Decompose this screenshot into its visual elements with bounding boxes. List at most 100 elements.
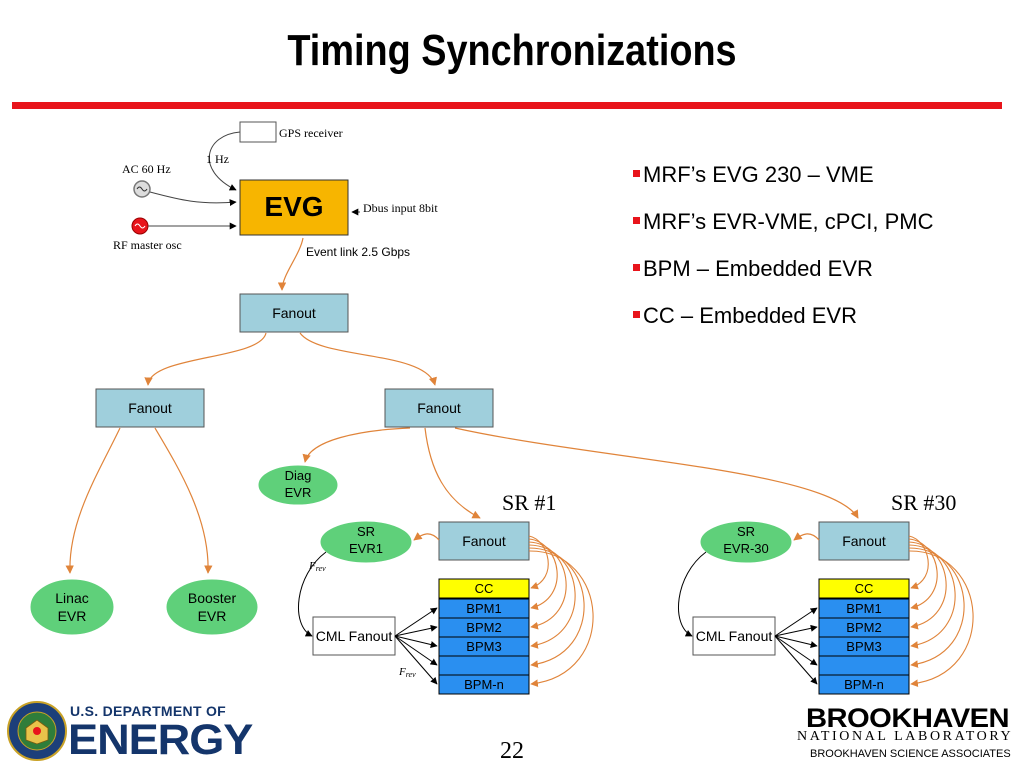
sr30-fanout-to-row-4 [908,547,965,668]
sr1-stack-label-3: BPM3 [466,639,501,654]
bullet-item: MRF’s EVG 230 – VME [633,162,934,209]
sr30-fanout-to-evr-link [793,532,820,541]
sr1-frev-label-1: Frev [308,560,326,573]
sr1-fanout-box [438,521,530,561]
sr30-evr-label-1: SR [737,524,755,539]
sr1-cml-to-row-4 [394,635,438,666]
fanout-left-label: Fanout [128,400,172,416]
linac-evr-label-2: EVR [58,608,87,624]
sr1-evr-to-cml-link [298,551,327,637]
sr1-cml-to-row-3 [394,635,438,648]
bnl-science-associates: BROOKHAVEN SCIENCE ASSOCIATES [810,748,1011,760]
sr30-cml-fanout-box [692,616,776,656]
booster-evr-node [165,578,259,636]
fanout-to-right-link [299,332,437,386]
bullet-square-icon [633,264,640,271]
bnl-national-laboratory: NATIONAL LABORATORY [797,729,1014,744]
page-number: 22 [500,738,524,764]
sr30-fanout-to-row-0 [908,535,929,590]
sr1-cml-fanout-box [312,616,396,656]
sr1-cml-to-row-1 [394,607,438,637]
doe-seal-logo [6,700,68,767]
sr1-frev-label-2: Frev [398,666,416,679]
sr1-cml-fanout-label: CML Fanout [316,628,393,644]
sr1-cml-to-row-2 [394,624,438,637]
bullet-item: CC – Embedded EVR [633,303,934,350]
bullet-square-icon [633,170,640,177]
sr1-fanout-to-row-5 [528,550,594,688]
one-hz-label: 1 Hz [206,152,229,166]
linac-evr-label-1: Linac [55,590,88,606]
doe-line1: U.S. DEPARTMENT OF [70,703,227,719]
sr30-cml-to-row-4 [774,635,818,666]
sr30-fanout-box [818,521,910,561]
gps-receiver-box [239,121,277,143]
bullet-square-icon [633,217,640,224]
sr30-stack-label-2: BPM2 [846,620,881,635]
ac-to-evg-arrow [149,191,237,207]
fanout-right-label: Fanout [417,400,461,416]
sr1-label: SR #1 [502,490,556,515]
sr30-fanout-to-row-1 [908,538,938,611]
to-diag-link [302,427,411,463]
sr1-stack-label-1: BPM1 [466,601,501,616]
gps-receiver-label: GPS receiver [279,126,343,140]
sr30-stack-row-0 [818,578,910,599]
booster-evr-label-2: EVR [198,608,227,624]
sr1-stack-row-5 [438,674,530,695]
sr30-stack-label-1: BPM1 [846,601,881,616]
sr30-cml-fanout-label: CML Fanout [696,628,773,644]
sr1-stack-label-0: CC [475,581,494,596]
sr1-stack-label-5: BPM-n [464,677,504,692]
sr1-fanout-to-row-0 [528,535,549,590]
evg-label: EVG [264,191,323,222]
fanout-to-left-link [144,332,267,386]
fanout-left-box [95,388,205,428]
bullet-square-icon [633,311,640,318]
diag-evr-node [257,464,339,506]
sr1-fanout-to-row-2 [528,541,567,630]
diag-evr-label-1: Diag [285,468,312,483]
evg-box [239,179,349,236]
sr1-evr-node [319,520,413,564]
fanout-top-label: Fanout [272,305,316,321]
sr30-evr-label-2: EVR-30 [723,541,769,556]
sr30-evr-to-cml-link [678,551,707,637]
sr1-stack-label-2: BPM2 [466,620,501,635]
sr30-fanout-to-row-2 [908,541,947,630]
slide-title: Timing Synchronizations [287,26,737,75]
sr30-cml-to-row-5 [774,635,818,685]
sr1-stack-row-0 [438,578,530,599]
rf-master-osc-label: RF master osc [113,238,182,252]
sr1-cml-to-row-5 [394,635,438,685]
sr30-cml-to-row-1 [774,607,818,637]
sr30-fanout-to-row-3 [908,544,956,649]
fanout-top-box [239,293,349,333]
diag-evr-label-2: EVR [285,485,312,500]
to-sr1-link [424,427,481,519]
sr30-cml-to-row-3 [774,635,818,648]
sr30-evr-node [699,520,793,564]
bullet-list: MRF’s EVG 230 – VME MRF’s EVR-VME, cPCI,… [633,162,934,350]
sr30-cml-to-row-2 [774,624,818,637]
bullet-item: BPM – Embedded EVR [633,256,934,303]
sr1-fanout-label: Fanout [462,533,506,549]
sr30-stack-row-5 [818,674,910,695]
booster-evr-label-1: Booster [188,590,237,606]
sr1-evr-label-1: SR [357,524,375,539]
sr1-evr-label-2: EVR1 [349,541,383,556]
sr1-fanout-to-evr-link [413,532,440,541]
gps-to-evg-arrow [208,131,241,191]
bullet-item: MRF’s EVR-VME, cPCI, PMC [633,209,934,256]
sr30-fanout-to-row-5 [908,550,974,688]
linac-evr-node [29,578,115,636]
sr30-fanout-label: Fanout [842,533,886,549]
timing-diagram: GPS receiver 1 Hz AC 60 Hz RF master osc… [29,121,974,695]
sr30-stack-row-4 [818,655,910,676]
sr1-stack-row-4 [438,655,530,676]
dbus-input-label: Dbus input 8bit [363,201,438,215]
fanout-right-box [384,388,494,428]
to-sr30-link [454,427,859,519]
sr1-fanout-to-row-3 [528,544,576,649]
ac-60hz-label: AC 60 Hz [122,162,171,176]
